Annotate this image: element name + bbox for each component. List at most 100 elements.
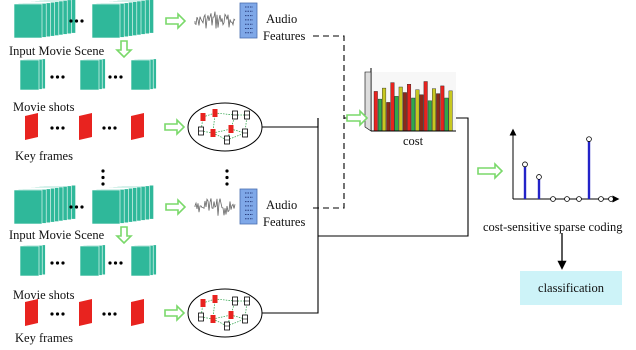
graph-node-keyframe — [200, 299, 206, 307]
ellipsis-keyframes-a-bottom — [50, 312, 65, 316]
green-arrow-to-coding — [477, 162, 504, 180]
shot-b-top — [79, 58, 106, 91]
shot-c-bottom-layer — [130, 245, 151, 277]
scene-group-bottom — [13, 184, 263, 338]
dot — [225, 182, 229, 186]
green-arrow-graph-top-shape — [164, 118, 186, 136]
audio-label-top: Audio — [266, 12, 298, 26]
shot-graph-top — [187, 102, 263, 152]
cost-bar — [377, 98, 382, 132]
ellipsis-keyframes-b-top — [102, 126, 117, 130]
shot-graph-bottom — [187, 288, 263, 338]
cost-bar — [382, 87, 387, 132]
graph-edge — [200, 316, 214, 320]
green-arrow-to-cost — [346, 109, 369, 127]
dot — [69, 205, 73, 209]
graph-edge — [226, 128, 232, 141]
dot — [61, 75, 65, 79]
graph-edge — [202, 112, 216, 118]
shot-c-top-layer — [130, 59, 151, 91]
dot — [119, 261, 123, 265]
shot-a-bottom — [19, 244, 46, 277]
green-arrow-shots-bottom-shape — [115, 226, 133, 245]
audio-waveform-top-trace — [194, 11, 236, 29]
graph-node-keyframe — [228, 125, 234, 133]
ellipsis-keyframes-a-top — [50, 126, 65, 130]
sparse-marker — [536, 174, 542, 180]
scene-frames-a-bottom-layer — [13, 189, 43, 225]
dot — [113, 75, 118, 79]
cost-bar — [440, 85, 445, 132]
classification-box: classification — [520, 271, 622, 305]
dot — [107, 312, 112, 316]
green-arrow-audio-top — [165, 12, 187, 30]
dot — [101, 182, 105, 186]
dot — [225, 175, 229, 180]
shot-b-bottom-layer — [79, 245, 100, 277]
cost-bar — [411, 97, 416, 132]
cost-bar — [427, 100, 432, 132]
green-arrow-to-coding-shape — [477, 162, 504, 180]
dot — [108, 261, 112, 265]
graph-node-keyframe — [210, 315, 216, 323]
key-frame-a-top — [25, 113, 38, 140]
input-movie-scene-label-top: Input Movie Scene — [9, 44, 105, 58]
sparse-marker — [586, 136, 592, 142]
ellipsis-shots-a-bottom — [50, 261, 65, 265]
cost-bar — [448, 90, 453, 132]
graph-node-keyframe — [212, 295, 218, 303]
cost-bar — [402, 92, 407, 132]
movie-shots-label-bottom: Movie shots — [13, 288, 75, 302]
sparse-marker — [608, 196, 614, 202]
dot — [113, 261, 118, 265]
sparse-marker — [522, 161, 528, 168]
dot — [55, 75, 60, 79]
graph-edge — [226, 132, 246, 141]
ellipsis-keyframes-b-bottom — [102, 312, 117, 316]
green-arrow-audio-bottom-shape — [165, 198, 187, 216]
green-arrow-graph-bottom — [164, 304, 186, 322]
cost-bar — [419, 94, 424, 132]
cost-sensitive-sparse-coding-label: cost-sensitive sparse coding — [483, 220, 623, 234]
cost-bar — [415, 89, 420, 132]
sparse-marker — [550, 196, 556, 202]
dot — [113, 126, 117, 130]
features-label-top: Features — [263, 29, 306, 43]
audio-feature-box-top — [239, 2, 258, 39]
green-arrow-audio-bottom — [165, 198, 187, 216]
misc-arrows — [101, 109, 567, 270]
shot-c-bottom — [130, 244, 157, 277]
solid-graph-bottom-line — [262, 118, 319, 314]
shot-a-bottom-layer — [19, 245, 40, 277]
scene-frames-a-bottom — [13, 184, 76, 225]
solid-cost-to-coding-line — [318, 117, 469, 237]
cost-side-panel — [364, 71, 372, 132]
scene-group-top — [13, 0, 263, 152]
dashed-audio-bottom-line — [313, 118, 345, 209]
green-arrow-to-cost-shape — [346, 109, 369, 127]
graph-edge — [214, 298, 236, 302]
green-arrow-shots-top-shape — [115, 40, 133, 59]
ellipsis-scene-top — [69, 19, 84, 23]
key-frame-a-top-shape — [25, 113, 38, 140]
features-label-bottom: Features — [263, 215, 306, 229]
movie-shots-label-top: Movie shots — [13, 100, 75, 114]
shot-c-top — [130, 58, 157, 91]
dot — [101, 175, 105, 180]
cost-bar — [432, 88, 436, 132]
graph-node-keyframe — [200, 113, 206, 121]
cost-label: cost — [403, 134, 424, 148]
key-frames-label-top: Key frames — [15, 149, 73, 163]
graph-node-keyframe — [212, 109, 218, 117]
cost-bar — [444, 97, 449, 132]
dot — [101, 169, 105, 173]
key-frame-b-bottom — [79, 299, 92, 326]
cost-bar — [394, 96, 399, 132]
sparse-coding-stem-plot — [509, 128, 620, 203]
key-frame-b-top-shape — [79, 113, 92, 140]
dot — [74, 19, 79, 23]
dot — [55, 261, 60, 265]
cost-bar — [373, 91, 378, 132]
dot — [61, 261, 65, 265]
